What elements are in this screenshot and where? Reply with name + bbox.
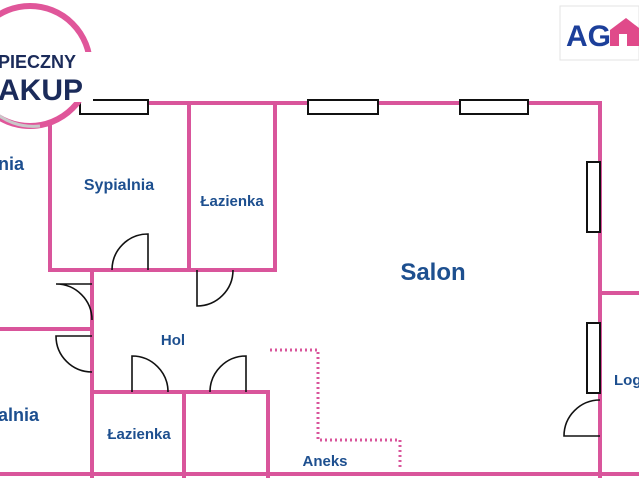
door-leftroom-upper [55, 283, 93, 321]
window-3 [459, 99, 529, 115]
room-label-kitchenette: Aneks [302, 453, 347, 470]
door-loggia [563, 399, 601, 437]
window-5 [586, 322, 601, 394]
house-door-icon [619, 34, 627, 46]
room-label-bathroom-top: Łazienka [200, 193, 264, 210]
kitchen-counter-outline [270, 348, 402, 470]
window-1 [79, 99, 149, 115]
logo-text: AG [566, 20, 611, 53]
door-leftroom-lower [55, 335, 93, 373]
badge-line1: PIECZNY [0, 52, 76, 72]
door-bath2 [131, 355, 169, 393]
window-4 [586, 161, 601, 233]
room-label-bedroom: Sypialnia [84, 177, 154, 194]
walls [0, 101, 639, 478]
safe-purchase-badge: PIECZNY AKUP [0, 3, 93, 129]
room-label-loggia: Log [614, 372, 639, 389]
door-bedroom [111, 233, 149, 271]
badge-line2: AKUP [0, 74, 83, 107]
room-label-bottom-left: alnia [0, 405, 40, 425]
room-label-bathroom-bottom: Łazienka [107, 426, 171, 443]
badge-shadow-arc [0, 114, 41, 128]
door-bathroom-top [196, 269, 234, 307]
room-label-top-left: nia [0, 154, 25, 174]
badge-banner [0, 52, 93, 102]
door-hall-right [209, 355, 247, 393]
window-2 [307, 99, 379, 115]
agency-logo: AG [559, 5, 639, 61]
house-icon [610, 18, 639, 46]
doors [55, 233, 601, 437]
room-label-salon: Salon [400, 259, 465, 286]
room-label-hall: Hol [161, 332, 185, 349]
windows [79, 99, 601, 394]
